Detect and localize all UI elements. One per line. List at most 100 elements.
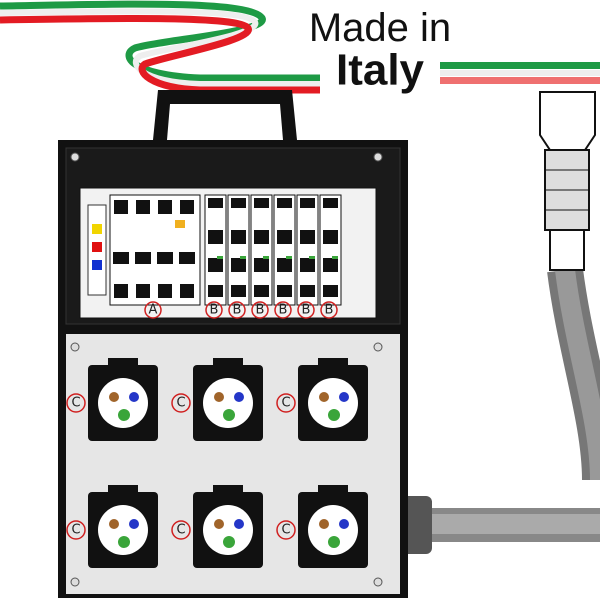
label-c: C (71, 523, 80, 538)
socket[interactable] (193, 485, 263, 568)
label-b: B (302, 303, 311, 318)
label-circle (274, 301, 292, 319)
screw-terminal (180, 200, 194, 214)
screw-terminal (136, 200, 150, 214)
live-pin (319, 392, 329, 402)
handle[interactable] (153, 90, 297, 140)
socket[interactable] (298, 358, 368, 441)
terminal-0 (92, 224, 102, 234)
screw-terminal (180, 284, 194, 298)
socket[interactable] (88, 358, 158, 441)
test-button (175, 220, 185, 228)
breaker-lever[interactable] (208, 258, 223, 272)
earth-pin (118, 409, 130, 421)
label-a: A (149, 303, 158, 318)
breaker-lever[interactable] (135, 252, 151, 264)
screw-terminal (231, 198, 246, 208)
label-circle (276, 520, 296, 540)
screw-icon (373, 577, 383, 587)
live-pin (319, 519, 329, 529)
socket[interactable] (298, 485, 368, 568)
label-circle (320, 301, 338, 319)
label-c: C (281, 396, 290, 411)
live-pin (214, 519, 224, 529)
neutral-pin (129, 519, 139, 529)
indicator (286, 256, 292, 259)
screw-terminal (300, 285, 315, 297)
label-circle (251, 301, 269, 319)
screw-terminal (254, 198, 269, 208)
label-circle (66, 520, 86, 540)
mcb-breaker[interactable] (250, 194, 273, 306)
label-circle (171, 393, 191, 413)
screw-terminal (114, 284, 128, 298)
screw-terminal (277, 198, 292, 208)
screw-icon (70, 342, 80, 352)
label-circle (144, 301, 162, 319)
breaker-lever[interactable] (277, 258, 292, 272)
breaker-lever[interactable] (300, 258, 315, 272)
earth-pin (328, 409, 340, 421)
screw-terminal (300, 198, 315, 208)
label-c: C (176, 523, 185, 538)
earth-pin (328, 536, 340, 548)
power-cable (392, 267, 600, 554)
neutral-pin (339, 519, 349, 529)
indicator (332, 256, 338, 259)
mcb-breaker[interactable] (227, 194, 250, 306)
label-c: C (281, 523, 290, 538)
indicator (217, 256, 223, 259)
label-circle (297, 301, 315, 319)
breaker-lever[interactable] (231, 258, 246, 272)
socket[interactable] (193, 358, 263, 441)
screw-terminal (208, 285, 223, 297)
plug-icon (539, 91, 596, 271)
earth-pin (223, 409, 235, 421)
neutral-pin (234, 519, 244, 529)
breaker-body (323, 230, 338, 244)
label-circle (171, 520, 191, 540)
screw-icon (373, 152, 383, 162)
screw-terminal (114, 200, 128, 214)
label-circle (66, 393, 86, 413)
mcb-breaker[interactable] (296, 194, 319, 306)
breaker-lever[interactable] (179, 252, 195, 264)
earth-pin (223, 536, 235, 548)
breaker-body (254, 230, 269, 244)
banner-line1: Made in (309, 6, 451, 50)
screw-terminal (231, 285, 246, 297)
neutral-pin (234, 392, 244, 402)
mcb-breaker[interactable] (204, 194, 227, 306)
breaker-lever[interactable] (157, 252, 173, 264)
live-pin (214, 392, 224, 402)
banner-line2: Italy (336, 46, 425, 95)
terminal-2 (92, 260, 102, 270)
screw-terminal (323, 285, 338, 297)
breaker-lever[interactable] (323, 258, 338, 272)
label-b: B (279, 303, 288, 318)
neutral-pin (129, 392, 139, 402)
indicator (309, 256, 315, 259)
earth-pin (118, 536, 130, 548)
screw-terminal (158, 200, 172, 214)
indicator (263, 256, 269, 259)
socket[interactable] (88, 485, 158, 568)
screw-terminal (158, 284, 172, 298)
label-b: B (210, 303, 219, 318)
terminal-1 (92, 242, 102, 252)
live-pin (109, 519, 119, 529)
screw-icon (70, 152, 80, 162)
breaker-lever[interactable] (254, 258, 269, 272)
screw-icon (373, 342, 383, 352)
breaker-body (300, 230, 315, 244)
screw-icon (70, 577, 80, 587)
breaker-body (208, 230, 223, 244)
label-b: B (233, 303, 242, 318)
mcb-breaker[interactable] (319, 194, 342, 306)
screw-terminal (136, 284, 150, 298)
label-circle (228, 301, 246, 319)
mcb-breaker[interactable] (273, 194, 296, 306)
breaker-lever[interactable] (113, 252, 129, 264)
label-b: B (325, 303, 334, 318)
